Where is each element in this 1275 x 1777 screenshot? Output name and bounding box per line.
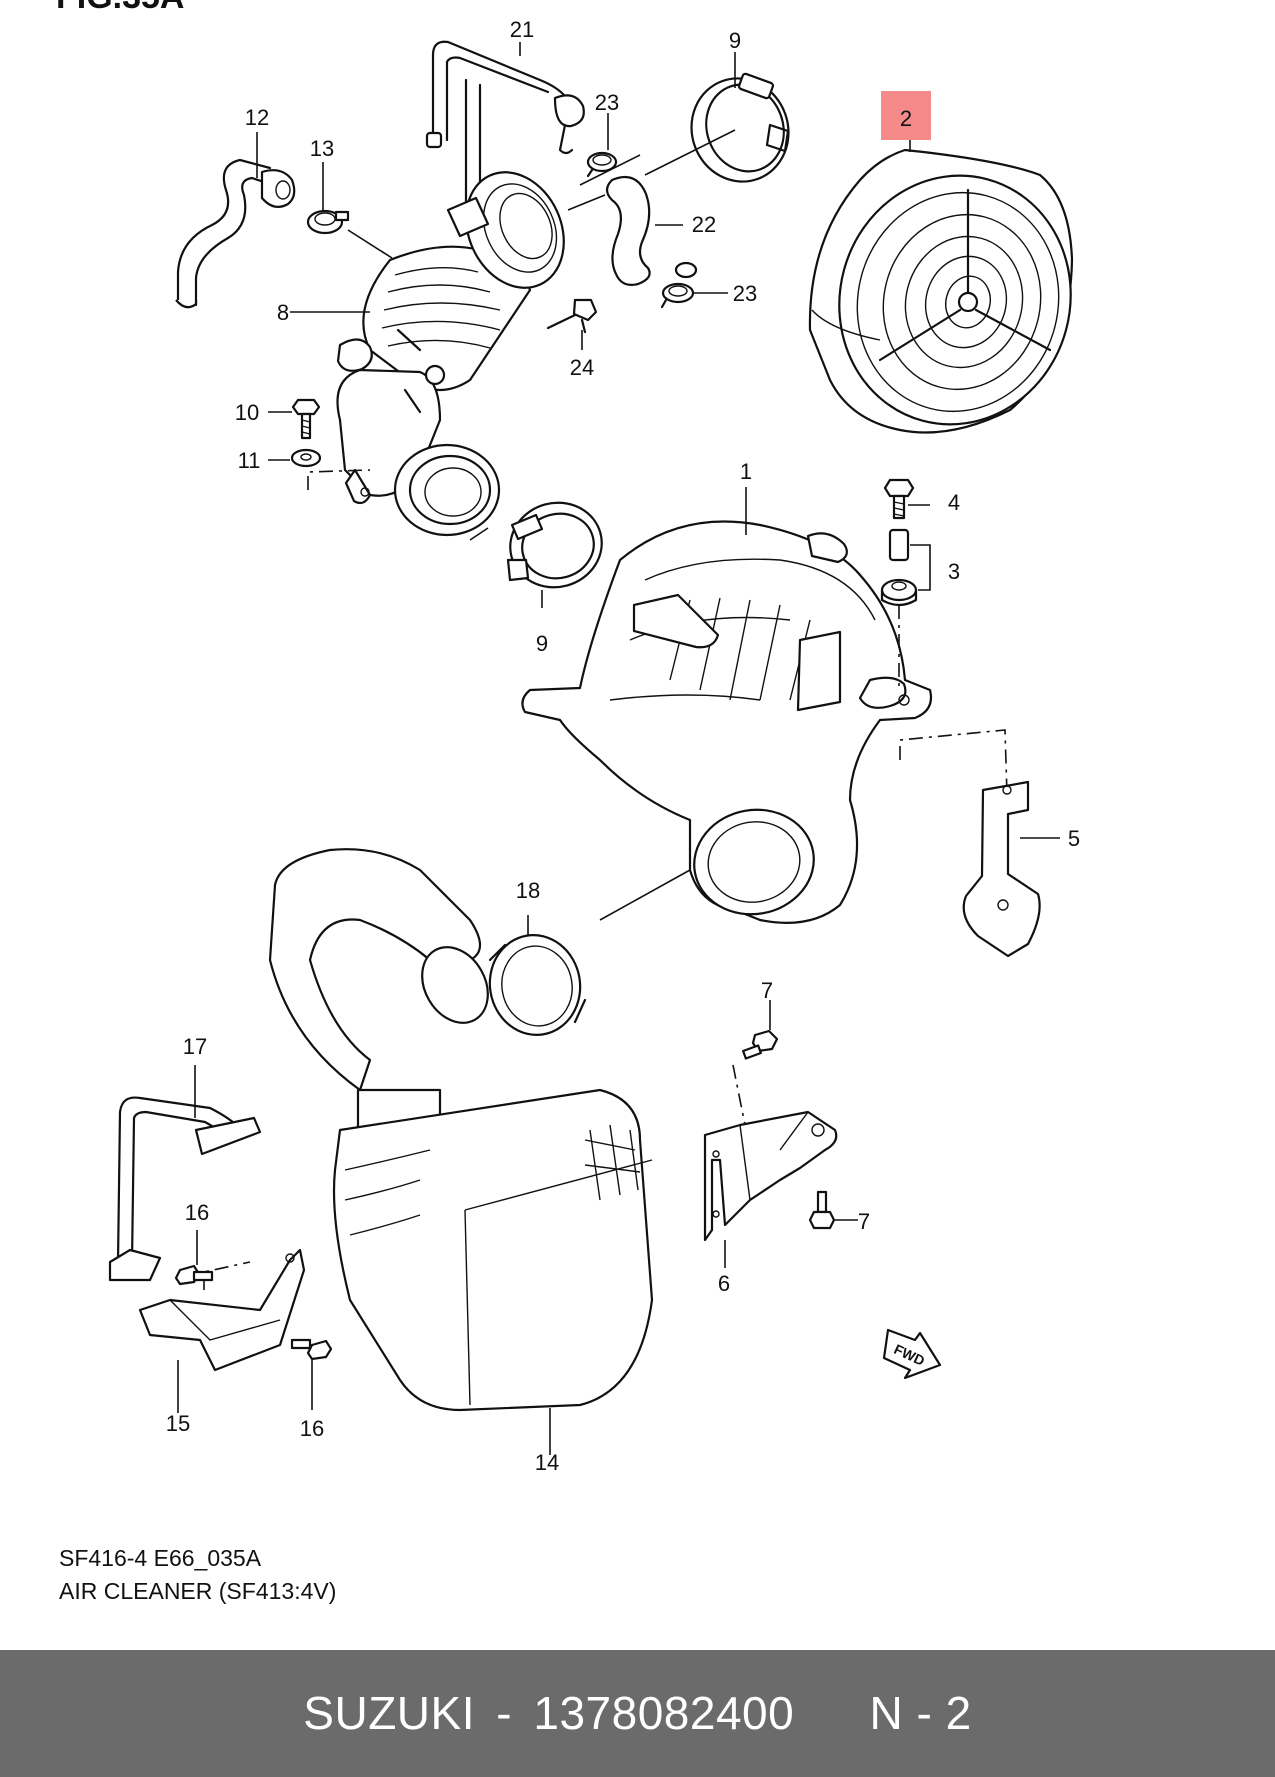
parts-diagram: FIG.35A bbox=[56, 0, 1080, 1475]
part-23-clamp-upper bbox=[586, 151, 618, 178]
label-14: 14 bbox=[535, 1450, 559, 1475]
label-2: 2 bbox=[900, 106, 912, 131]
label-23a: 23 bbox=[595, 90, 619, 115]
label-5: 5 bbox=[1068, 826, 1080, 851]
footer-brand: SUZUKI bbox=[303, 1687, 475, 1739]
part-22-hose bbox=[605, 176, 698, 286]
label-16a: 16 bbox=[185, 1200, 209, 1225]
part-16-bolt-lower bbox=[290, 1338, 333, 1361]
footer-part-number: 1378082400 bbox=[533, 1687, 795, 1739]
label-22: 22 bbox=[692, 212, 716, 237]
part-7-bolt-upper bbox=[732, 1029, 779, 1126]
label-11: 11 bbox=[238, 448, 261, 473]
footer-separator: - bbox=[496, 1687, 513, 1739]
part-14-resonator bbox=[268, 848, 654, 1412]
figure-title: FIG.35A bbox=[56, 0, 184, 16]
part-15-bracket bbox=[138, 1248, 306, 1372]
footer-ref: N - 2 bbox=[869, 1687, 972, 1739]
part-8-intake-duct bbox=[336, 171, 565, 537]
label-6: 6 bbox=[718, 1271, 730, 1296]
part-4-bolt bbox=[883, 478, 915, 520]
part-5-bracket bbox=[962, 780, 1041, 958]
label-21: 21 bbox=[510, 17, 534, 42]
label-16b: 16 bbox=[300, 1416, 324, 1441]
part-18-seal-ring bbox=[488, 934, 587, 1036]
figure-code: SF416-4 E66_035A bbox=[59, 1545, 262, 1571]
part-10-bolt bbox=[291, 398, 321, 440]
part-24-bolt bbox=[546, 298, 598, 334]
label-3: 3 bbox=[948, 559, 960, 584]
part-3-grommet-collar bbox=[880, 528, 918, 607]
part-12-hose bbox=[175, 158, 296, 309]
part-21-breather-hose bbox=[425, 40, 585, 222]
label-9a: 9 bbox=[729, 28, 741, 53]
highlight-box bbox=[881, 91, 931, 140]
label-13: 13 bbox=[310, 136, 334, 161]
part-6-bracket bbox=[703, 1110, 838, 1242]
label-4: 4 bbox=[948, 490, 960, 515]
label-7b: 7 bbox=[858, 1209, 870, 1234]
part-5-assembly-line bbox=[899, 729, 1008, 796]
label-8: 8 bbox=[277, 300, 289, 325]
part-2-cleaner-cover bbox=[808, 148, 1074, 434]
part-17-strap bbox=[108, 1096, 262, 1282]
fwd-arrow-icon: FWD bbox=[882, 1328, 942, 1380]
part-7-bolt-lower bbox=[808, 1190, 836, 1230]
footer-bar: SUZUKI - 1378082400 N - 2 bbox=[0, 1650, 1275, 1777]
label-7a: 7 bbox=[761, 978, 773, 1003]
label-9b: 9 bbox=[536, 631, 548, 656]
label-12: 12 bbox=[245, 105, 269, 130]
label-15: 15 bbox=[166, 1411, 190, 1436]
label-24: 24 bbox=[570, 355, 594, 380]
part-13-clamp bbox=[306, 209, 350, 235]
footer-title: SUZUKI - 1378082400 N - 2 bbox=[0, 1650, 1275, 1777]
label-10: 10 bbox=[235, 400, 259, 425]
part-9-hose-clamp-top bbox=[690, 72, 790, 183]
part-1-cleaner-case bbox=[521, 520, 933, 924]
label-18: 18 bbox=[516, 878, 540, 903]
label-1: 1 bbox=[740, 459, 752, 484]
leader-lines bbox=[177, 42, 1060, 1455]
part-16-bolt-upper bbox=[174, 1264, 214, 1286]
part-23-clamp-lower bbox=[660, 282, 695, 309]
figure-name: AIR CLEANER (SF413:4V) bbox=[59, 1578, 337, 1604]
label-17: 17 bbox=[183, 1034, 207, 1059]
part-9-hose-clamp-lower bbox=[506, 501, 603, 589]
label-23b: 23 bbox=[733, 281, 757, 306]
part-11-washer bbox=[290, 448, 371, 490]
